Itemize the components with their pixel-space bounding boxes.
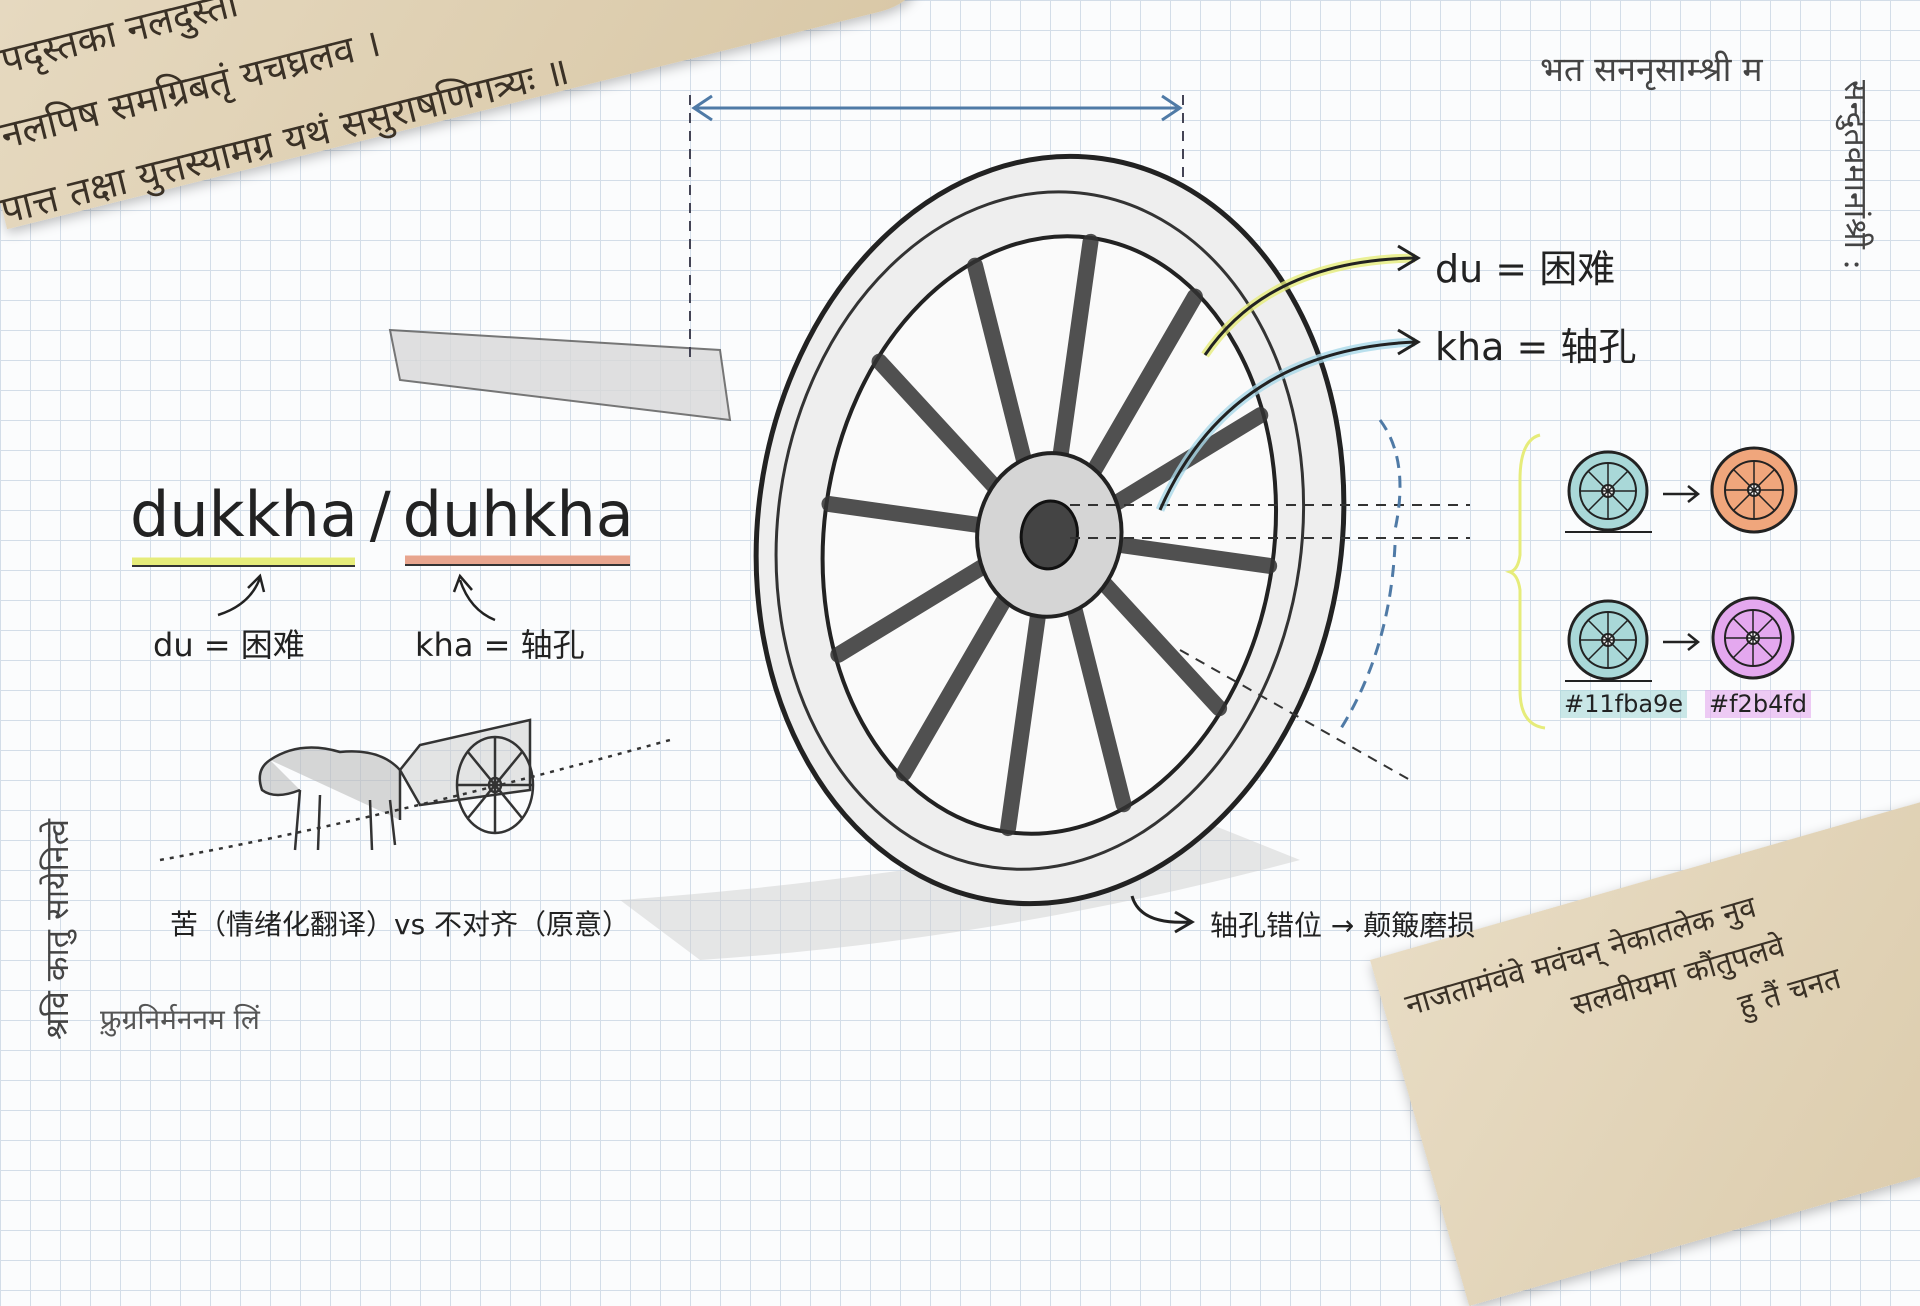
legend-wheels bbox=[1565, 446, 1798, 682]
gloss-du: du = 困难 bbox=[153, 626, 305, 664]
wheel-spoke bbox=[967, 257, 1033, 470]
bottom-left-note: फ़्रुग्रनिर्मननम लिं bbox=[100, 1003, 260, 1036]
teal-wheel-1 bbox=[1565, 450, 1652, 533]
wheel-spoke bbox=[1110, 536, 1278, 574]
wheel-spoke bbox=[1066, 600, 1132, 813]
legend-arrow-1 bbox=[1663, 485, 1701, 503]
wheel-spoke bbox=[830, 558, 992, 663]
wheel-label-kha: kha = 轴孔 bbox=[1435, 325, 1637, 369]
ox-cart-sketch bbox=[159, 718, 671, 862]
wheel-label-du: du = 困难 bbox=[1435, 247, 1616, 291]
pink-wheel bbox=[1711, 596, 1795, 680]
term-separator: / bbox=[369, 478, 391, 551]
orange-wheel bbox=[1710, 446, 1798, 534]
wheel-spoke bbox=[1052, 233, 1099, 464]
wagon-wheel bbox=[753, 153, 1347, 907]
wheel-diagram bbox=[132, 94, 1798, 960]
teal-wheel-2 bbox=[1565, 599, 1652, 682]
term-dukkha: dukkha bbox=[130, 478, 358, 551]
legend-hex-pink: #f2b4fd bbox=[1705, 690, 1812, 718]
wheel-spoke bbox=[895, 590, 1014, 782]
top-right-note: भत सननृसाम्श्री म bbox=[1540, 50, 1763, 90]
main-term: dukkha / duhkha bbox=[130, 478, 634, 551]
cart-caption: 苦（情绪化翻译）vs 不对齐（原意） bbox=[170, 908, 631, 941]
axle bbox=[388, 328, 732, 422]
wheel-spoke bbox=[821, 496, 988, 534]
gloss-kha: kha = 轴孔 bbox=[415, 626, 585, 664]
legend-hex-teal: #11fba9e bbox=[1560, 690, 1688, 718]
wheel-spoke bbox=[871, 353, 1003, 495]
term-duhkha: duhkha bbox=[402, 478, 634, 551]
wheel-spoke bbox=[1095, 574, 1228, 717]
right-vertical-note: सन्दुतवमानांश्री : bbox=[1837, 80, 1875, 270]
wheel-spoke bbox=[1000, 606, 1047, 837]
misalign-arrow bbox=[1130, 895, 1195, 934]
wheel-spoke bbox=[1085, 288, 1203, 480]
legend-arrow-2 bbox=[1663, 633, 1701, 651]
legend-brace bbox=[1504, 433, 1546, 730]
wheel-label-misalign: 轴孔错位 → 颠簸磨损 bbox=[1210, 909, 1476, 942]
